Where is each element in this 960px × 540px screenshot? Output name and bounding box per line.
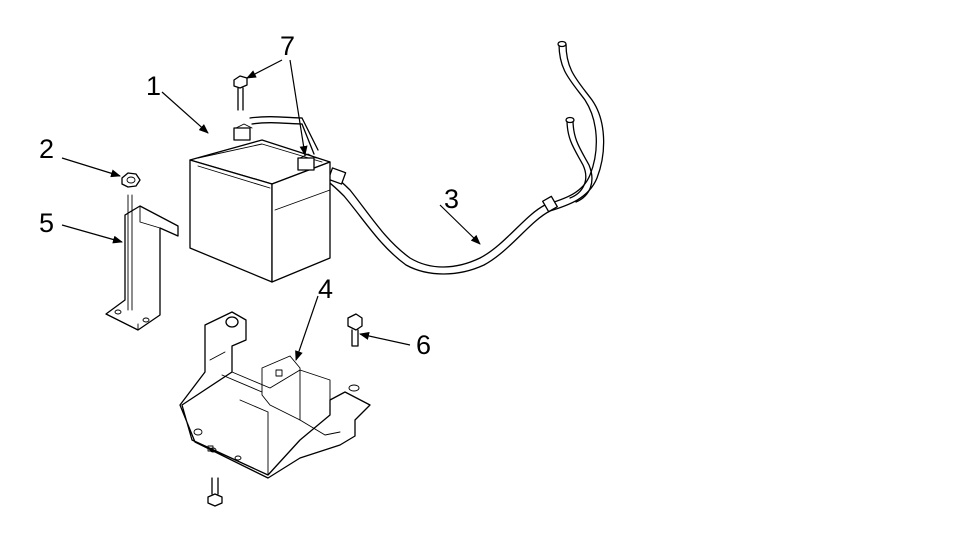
terminal-bolt	[233, 75, 248, 111]
battery	[189, 123, 331, 283]
callout-2: 2	[39, 134, 54, 164]
hex-nut	[121, 172, 141, 188]
callout-5: 5	[39, 208, 54, 238]
callout-4: 4	[318, 274, 333, 304]
leader-lines	[61, 59, 481, 361]
hold-down-bracket	[105, 194, 179, 331]
callout-6: 6	[416, 330, 431, 360]
tray-bolt	[207, 313, 363, 507]
callout-7: 7	[280, 31, 295, 61]
battery-tray	[179, 311, 371, 479]
callout-1: 1	[146, 71, 161, 101]
callout-3: 3	[444, 184, 459, 214]
